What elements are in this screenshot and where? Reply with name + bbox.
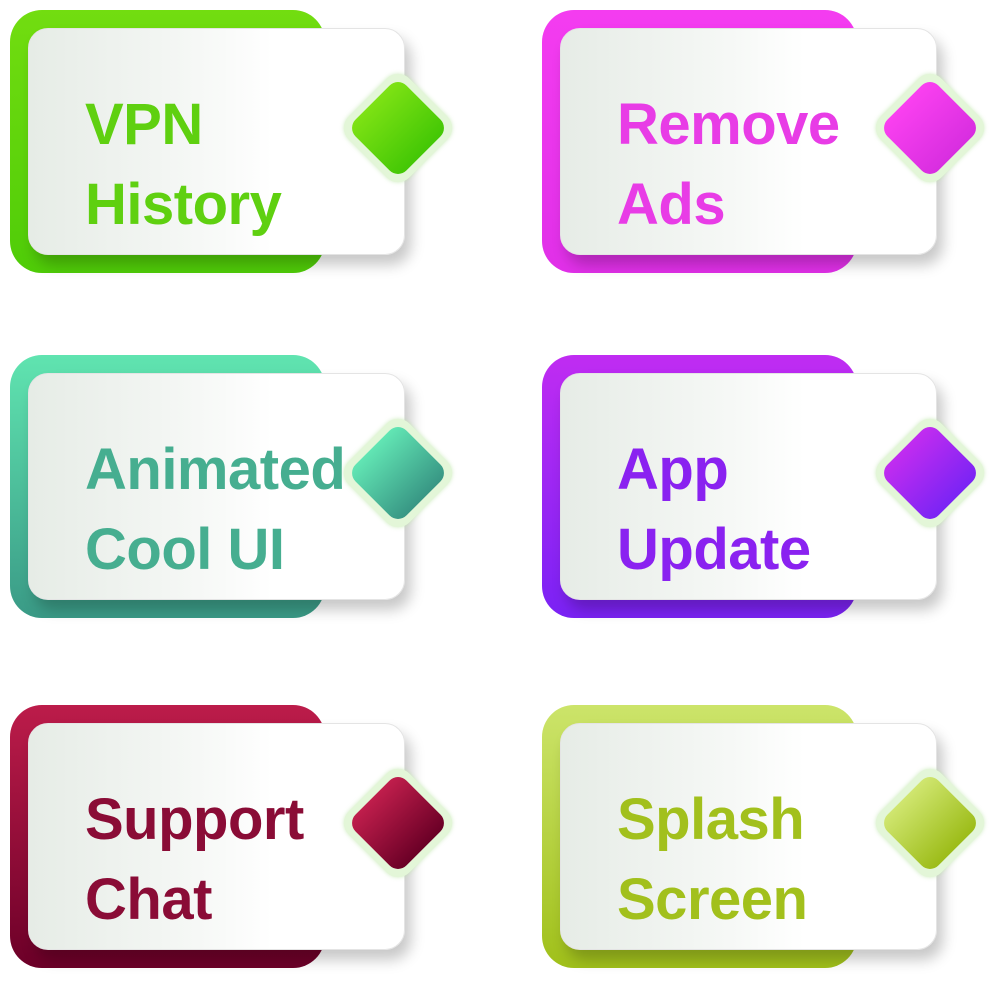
tile-card: App Update	[560, 373, 937, 600]
tile-label: Splash Screen	[617, 780, 808, 940]
tile-app-update[interactable]: App Update	[542, 355, 1000, 625]
tile-label-line-1: Remove	[617, 92, 840, 157]
tile-label: VPN History	[85, 85, 282, 245]
tile-label: Remove Ads	[617, 85, 840, 245]
tile-splash-screen[interactable]: Splash Screen	[542, 705, 1000, 975]
tile-card: Splash Screen	[560, 723, 937, 950]
tile-label-line-2: Screen	[617, 867, 808, 932]
tile-label-line-2: Update	[617, 517, 811, 582]
tile-label-line-1: App	[617, 437, 729, 502]
tile-label-line-2: Ads	[617, 172, 726, 237]
tile-label: Support Chat	[85, 780, 304, 940]
tile-label: App Update	[617, 430, 811, 590]
tile-card: Support Chat	[28, 723, 405, 950]
tile-card: Animated Cool UI	[28, 373, 405, 600]
tile-label-line-2: Chat	[85, 867, 212, 932]
tile-card: Remove Ads	[560, 28, 937, 255]
tile-label-line-2: History	[85, 172, 282, 237]
tile-label-line-1: VPN	[85, 92, 203, 157]
tile-label-line-1: Animated	[85, 437, 346, 502]
tile-card: VPN History	[28, 28, 405, 255]
tile-support-chat[interactable]: Support Chat	[10, 705, 470, 975]
tile-label-line-1: Splash	[617, 787, 805, 852]
tile-label-line-2: Cool UI	[85, 517, 285, 582]
tile-label: Animated Cool UI	[85, 430, 346, 590]
tile-vpn-history[interactable]: VPN History	[10, 10, 470, 280]
tile-remove-ads[interactable]: Remove Ads	[542, 10, 1000, 280]
tile-animated-cool-ui[interactable]: Animated Cool UI	[10, 355, 470, 625]
tile-label-line-1: Support	[85, 787, 304, 852]
